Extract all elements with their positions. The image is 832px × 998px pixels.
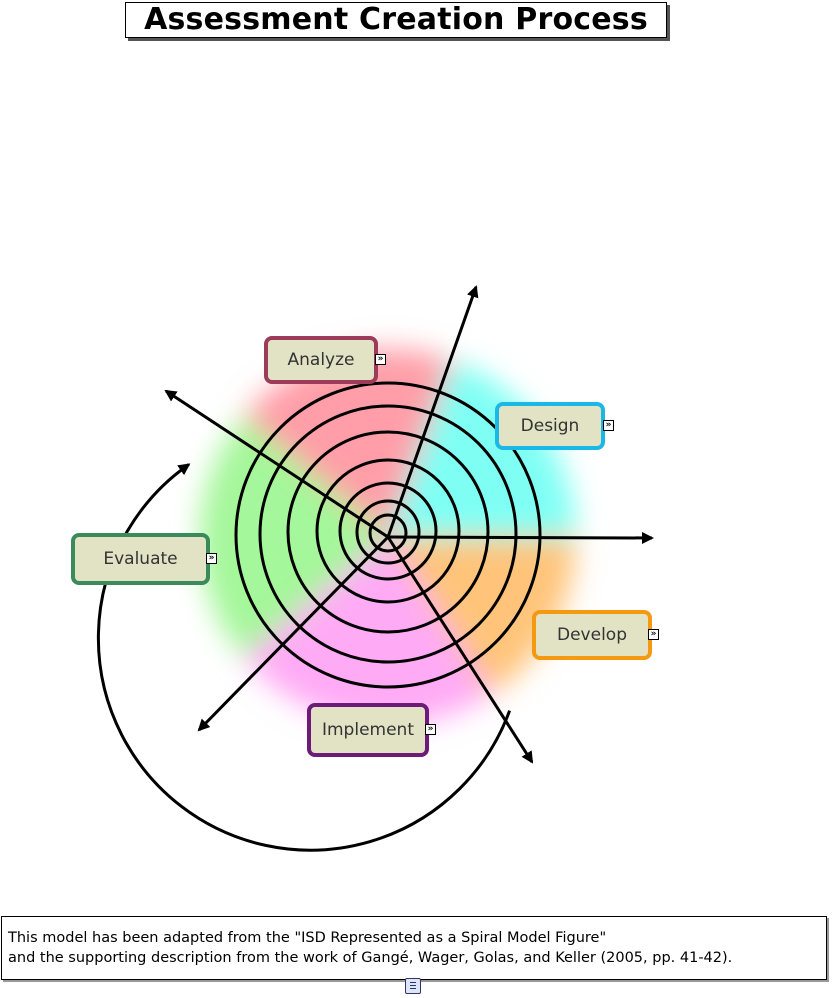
axis-arrow-down-right [386,536,534,764]
axis-arrow-up-left [164,389,389,539]
spiral-ring-1 [234,381,542,689]
stage-design-label: Design [520,416,580,436]
axis-arrow-down-left [197,535,390,732]
spiral-ring-6 [355,499,421,565]
expand-analyze-icon[interactable]: » [375,354,386,365]
spiral-ring-5 [338,481,438,581]
note-document-icon[interactable] [405,978,421,994]
citation-line-2: and the supporting description from the … [8,950,733,966]
expand-develop-icon[interactable]: » [648,629,659,640]
expand-design-icon[interactable]: » [603,420,614,431]
stage-evaluate-label: Evaluate [103,549,178,569]
stage-analyze-label: Analyze [287,350,355,370]
axis-arrow-right [387,531,654,544]
stage-implement-label: Implement [321,720,414,740]
expand-implement-icon[interactable]: » [425,724,436,735]
sector-develop [388,537,576,695]
stage-design-box[interactable]: Design [495,402,605,450]
stage-implement-box[interactable]: Implement [307,703,429,757]
spiral-rings [234,381,542,689]
stage-analyze-box[interactable]: Analyze [264,336,378,384]
page-title: Assessment Creation Process [125,2,667,38]
axis-arrow-up [386,285,479,538]
spiral-ring-2 [258,404,518,664]
expand-evaluate-icon[interactable]: » [206,553,217,564]
stage-develop-box[interactable]: Develop [532,610,652,660]
citation-line-1: This model has been adapted from the "IS… [8,930,607,946]
spiral-ring-4 [315,458,461,604]
citation-note: This model has been adapted from the "IS… [1,916,827,980]
spiral-ring-7 [368,513,408,553]
stage-evaluate-box[interactable]: Evaluate [71,533,210,585]
spiral-ring-3 [286,430,490,634]
stage-develop-label: Develop [557,625,627,645]
sector-analyze [225,349,453,537]
